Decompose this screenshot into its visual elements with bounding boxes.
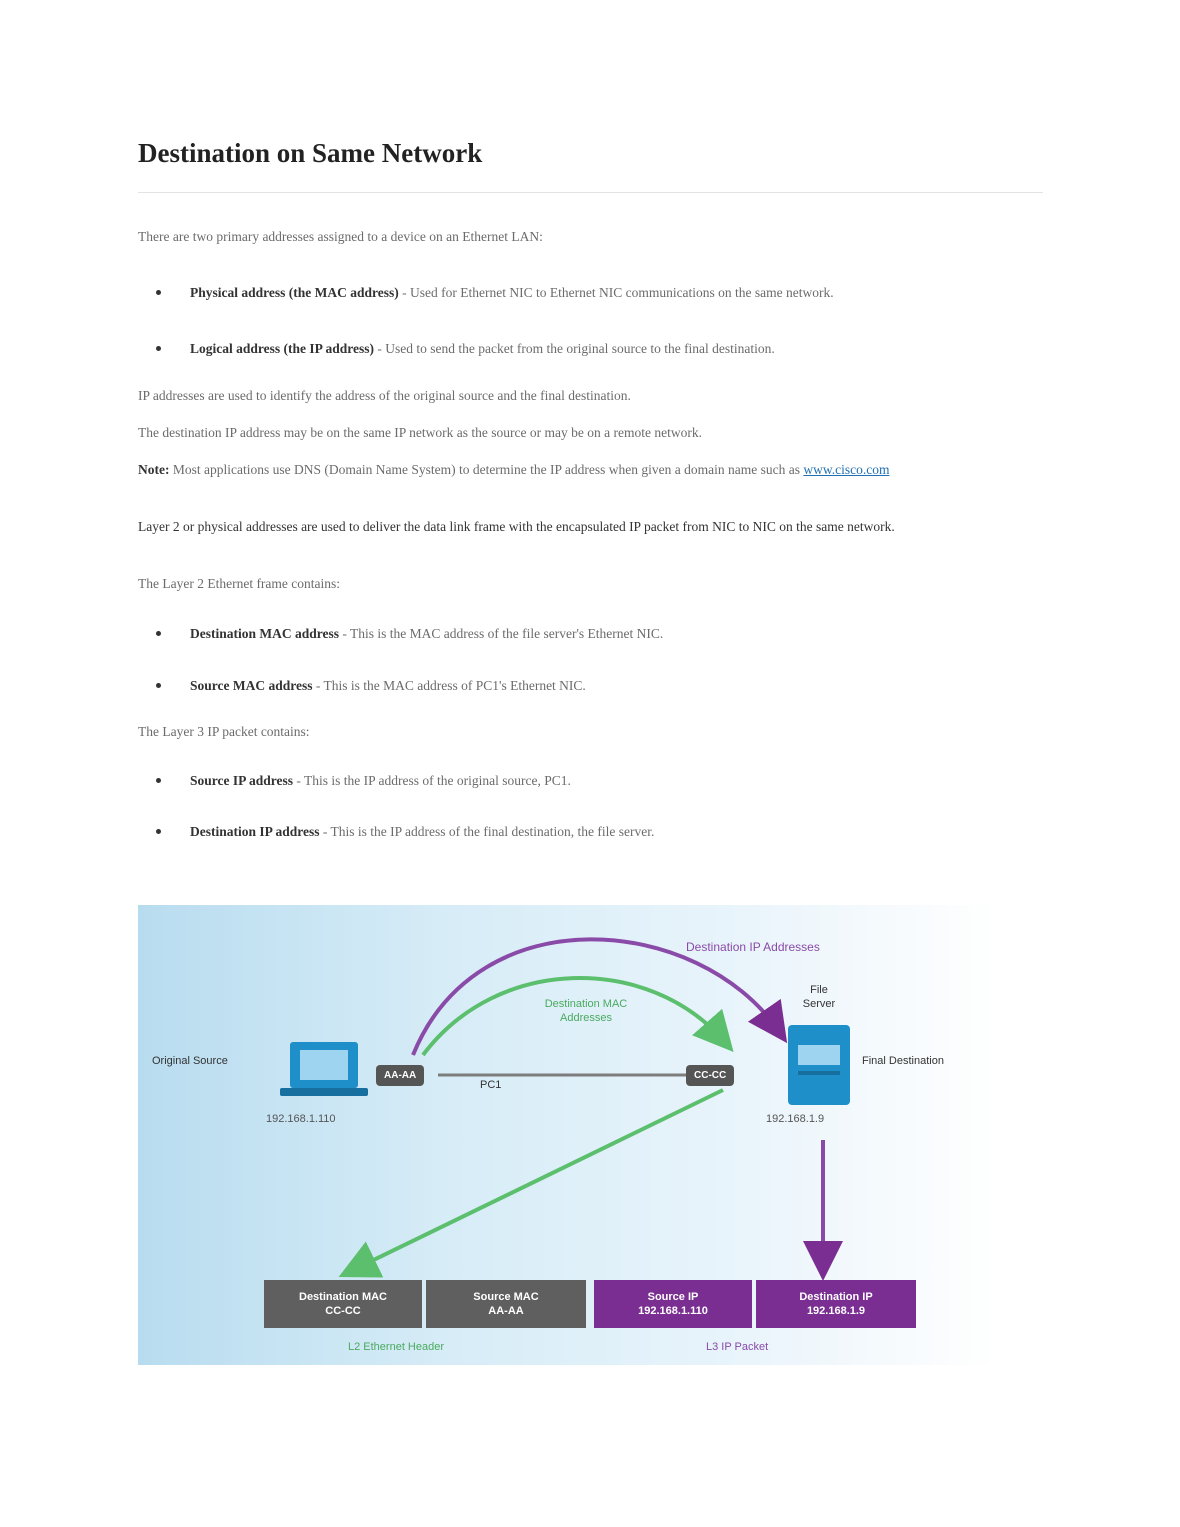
cisco-link[interactable]: www.cisco.com xyxy=(803,462,890,477)
list-item-desc: - Used to send the packet from the origi… xyxy=(374,341,775,356)
page-title: Destination on Same Network xyxy=(138,138,483,168)
final-destination-label: Final Destination xyxy=(862,1055,944,1067)
bullet-icon xyxy=(156,346,161,351)
note-paragraph: Note: Most applications use DNS (Domain … xyxy=(138,460,1018,479)
note-label: Note: xyxy=(138,462,170,477)
l2-header-label: L2 Ethernet Header xyxy=(348,1341,445,1353)
list-item-term: Physical address (the MAC address) xyxy=(190,285,399,300)
l3-packet-label: L3 IP Packet xyxy=(706,1341,769,1353)
pc1-name-label: PC1 xyxy=(480,1079,502,1091)
list-item-desc: - This is the MAC address of PC1's Ether… xyxy=(312,678,586,693)
mac-to-frame-arrow xyxy=(338,1088,724,1278)
server-ip-label: 192.168.1.9 xyxy=(766,1113,825,1125)
layer2-paragraph: Layer 2 or physical addresses are used t… xyxy=(138,519,895,534)
list-item-term: Source MAC address xyxy=(190,678,313,693)
list-item-term: Destination IP address xyxy=(190,824,320,839)
server-icon xyxy=(788,1025,850,1105)
bullet-icon xyxy=(156,829,161,834)
packet-intro: The Layer 3 IP packet contains: xyxy=(138,724,310,739)
note-text: Most applications use DNS (Domain Name S… xyxy=(169,462,804,477)
pc1-ip-label: 192.168.1.110 xyxy=(266,1113,336,1125)
list-item-desc: - This is the MAC address of the file se… xyxy=(339,626,664,641)
frame-intro: The Layer 2 Ethernet frame contains: xyxy=(138,576,341,591)
list-item-desc: - This is the IP address of the final de… xyxy=(319,824,655,839)
network-diagram: Destination IP Addresses Destination MAC… xyxy=(138,905,998,1365)
list-item-desc: - Used for Ethernet NIC to Ethernet NIC … xyxy=(398,285,834,300)
bullet-icon xyxy=(156,631,161,636)
dest-ip-label: Destination IP Addresses xyxy=(686,940,820,954)
list-item-desc: - This is the IP address of the original… xyxy=(293,773,571,788)
diagram-arrows xyxy=(280,937,850,1281)
ip-paragraph: IP addresses are used to identify the ad… xyxy=(138,388,631,403)
destination-paragraph: The destination IP address may be on the… xyxy=(138,425,702,440)
original-source-label: Original Source xyxy=(152,1055,228,1067)
bullet-icon xyxy=(156,290,161,295)
intro-paragraph: There are two primary addresses assigned… xyxy=(138,229,543,244)
dest-mac-arrow xyxy=(421,976,734,1057)
bullet-icon xyxy=(156,683,161,688)
laptop-icon xyxy=(280,1042,368,1096)
list-item-term: Logical address (the IP address) xyxy=(190,341,375,356)
title-divider xyxy=(138,192,1043,193)
list-item-term: Destination MAC address xyxy=(190,626,340,641)
pc1-mac-tag: AA-AA xyxy=(376,1065,425,1086)
dest-ip-arrow xyxy=(411,937,788,1056)
list-item-term: Source IP address xyxy=(190,773,294,788)
server-mac-tag: CC-CC xyxy=(686,1065,735,1086)
bullet-icon xyxy=(156,778,161,783)
